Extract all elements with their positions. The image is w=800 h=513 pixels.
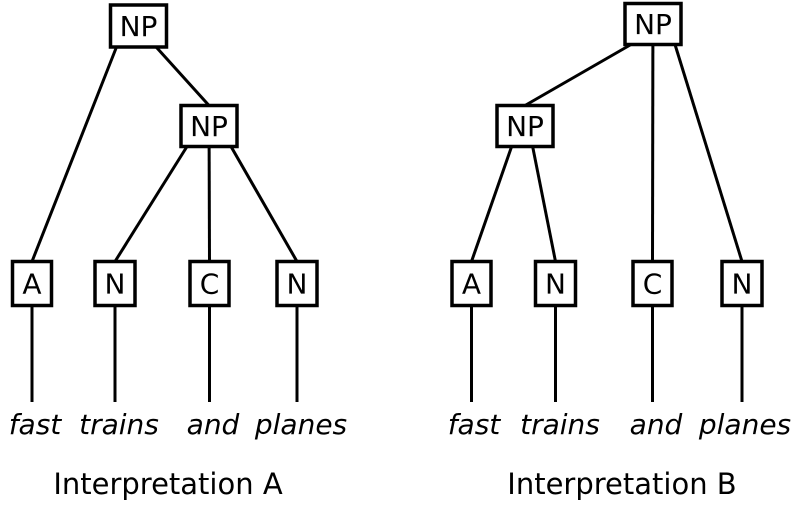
parse-tree-interpretation-b: fast trains and planes NP NP A N C N Interpretatio… — [448, 1, 791, 501]
node-label-c: C — [643, 268, 663, 301]
node-label-c: C — [200, 268, 220, 301]
node-box-n1 — [533, 259, 578, 308]
tree-edge-np-root-a — [30, 46, 118, 263]
tree-caption-interpretation-a: Interpretation A — [53, 467, 283, 501]
node-label-a: A — [462, 268, 481, 301]
tree-edge-np-root-n2 — [673, 44, 744, 262]
node-box-n2 — [720, 259, 764, 308]
node-box-c — [188, 259, 231, 308]
node-label-n1: N — [105, 268, 126, 301]
terminal-word: and — [187, 408, 240, 441]
parse-tree-interpretation-a: fast trains and planes NP NP A N C N Interpretatio… — [9, 3, 347, 501]
tree-edge-np-inner-n1 — [531, 146, 557, 262]
tree-edge-np-root-np-inner — [524, 43, 632, 107]
node-box-n2 — [275, 259, 319, 308]
node-box-np-inner — [179, 103, 239, 149]
node-box-a — [450, 259, 493, 308]
tree-caption-interpretation-b: Interpretation B — [507, 467, 736, 501]
node-label-np-root: NP — [120, 10, 158, 43]
node-box-a — [10, 259, 54, 308]
node-box-np-inner — [495, 103, 555, 149]
terminal-word: and — [630, 408, 683, 441]
node-box-n1 — [93, 259, 137, 308]
node-box-np-root — [108, 3, 169, 49]
node-label-n1: N — [545, 268, 566, 301]
node-label-a: A — [22, 268, 41, 301]
node-box-np-root — [623, 1, 683, 47]
tree-edge-np-inner-a — [470, 146, 514, 262]
node-label-n2: N — [732, 268, 753, 301]
terminal-word: trains — [79, 408, 159, 441]
node-label-np-inner: NP — [190, 110, 228, 143]
node-box-c — [631, 259, 674, 308]
node-label-np-inner: NP — [506, 110, 544, 143]
node-label-n2: N — [287, 268, 308, 301]
terminal-word: fast — [448, 408, 502, 441]
tree-edge-np-root-np-inner — [155, 45, 211, 107]
tree-edge-np-inner-n2 — [229, 145, 299, 263]
terminal-word: planes — [254, 408, 347, 441]
terminal-word: trains — [520, 408, 600, 441]
terminal-word: planes — [698, 408, 791, 441]
tree-edge-np-inner-n1 — [113, 145, 189, 263]
terminal-word: fast — [9, 408, 63, 441]
node-label-np-root: NP — [634, 8, 672, 41]
